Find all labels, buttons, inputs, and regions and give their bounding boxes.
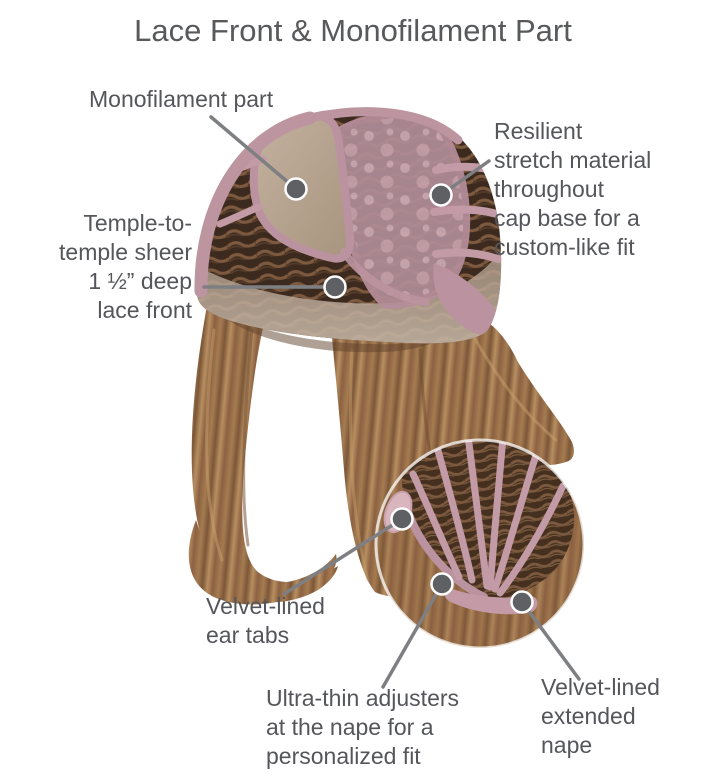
ear-trim-chunk <box>433 263 501 337</box>
cap-top-edge-trim <box>305 107 463 145</box>
callout-dot-extended-nape <box>510 590 534 614</box>
label-lace-front: Temple-to- temple sheer 1 ½” deep lace f… <box>59 210 192 323</box>
inset-circle-rim <box>374 438 586 650</box>
front-trim <box>340 248 430 306</box>
label-resilient-stretch: Resilient stretch material throughout ca… <box>494 118 652 260</box>
callout-line-monofilament <box>209 115 298 191</box>
callout-line-adjusters <box>381 582 444 689</box>
cap-back-inset <box>374 438 586 650</box>
callout-dot-monofilament <box>284 177 308 201</box>
hair-roots-shadow <box>212 306 472 353</box>
label-extended-nape: Velvet-lined extended nape <box>541 674 660 758</box>
lace-front-area <box>196 246 502 344</box>
label-ear-tabs: Velvet-lined ear tabs <box>206 593 325 648</box>
cap <box>194 107 502 344</box>
callout-dot-lace-front <box>323 275 347 299</box>
hair-left-fringe <box>191 300 338 603</box>
callout-dots <box>284 177 534 614</box>
callout-line-ear-tabs <box>282 517 404 596</box>
inset-straps <box>409 440 567 597</box>
cap-left-edge-trim <box>194 111 317 298</box>
callout-dot-adjusters <box>430 572 454 596</box>
label-monofilament-part: Monofilament part <box>89 86 274 112</box>
label-adjusters: Ultra-thin adjusters at the nape for a p… <box>266 685 460 769</box>
callout-line-extended-nape <box>520 600 581 681</box>
page-title: Lace Front & Monofilament Part <box>134 13 572 48</box>
callout-dot-resilient <box>429 183 453 207</box>
callout-dot-ear-tabs <box>390 507 414 531</box>
